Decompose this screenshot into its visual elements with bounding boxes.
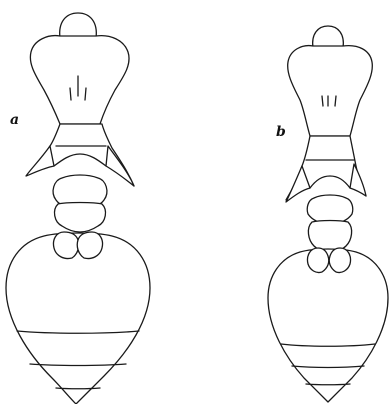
specimen-a-label: a [10,112,19,128]
specimen-a-postpetiole [55,203,106,233]
specimen-a: a [6,13,150,404]
specimen-a-head [60,13,97,38]
specimen-a-gaster-joint-right [77,232,102,259]
specimen-b-postpetiole [308,221,351,253]
specimen-b-petiole [307,195,353,224]
specimen-a-spine-left [26,146,54,176]
specimen-b-label: b [276,124,286,140]
specimen-b: b [268,26,388,402]
specimen-a-thorax [30,36,129,124]
specimen-b-gaster-joint-right [329,248,350,273]
specimen-b-gaster [268,249,388,402]
specimen-a-spine-right [106,146,134,186]
specimen-b-gaster-joint-left [307,248,328,273]
specimen-b-head [313,26,344,48]
specimen-a-gaster [6,233,150,404]
specimen-a-gaster-joint-left [53,232,78,259]
specimen-b-thorax [288,46,373,136]
